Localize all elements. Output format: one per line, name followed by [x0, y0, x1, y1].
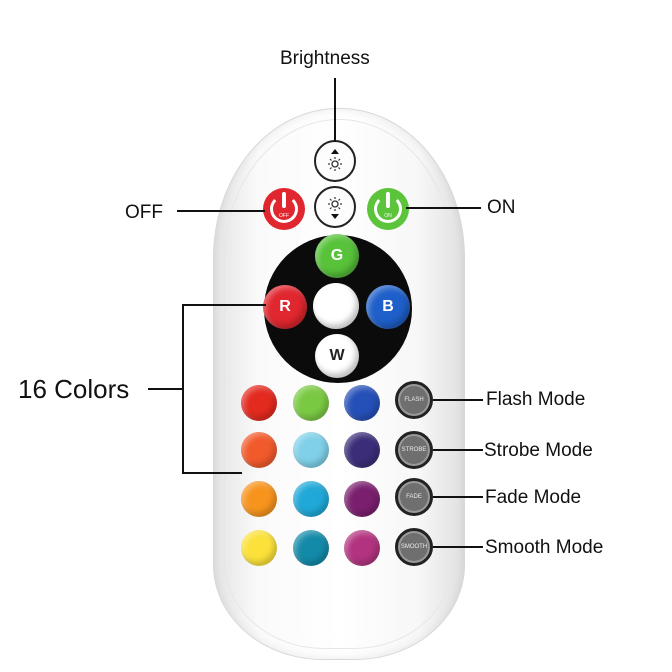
- strobe-mode-label: Strobe Mode: [484, 440, 593, 461]
- blue-button-label: B: [382, 298, 394, 315]
- flash-callout-line: [433, 399, 483, 401]
- white-button[interactable]: W: [315, 334, 359, 378]
- center-white-button[interactable]: [313, 283, 359, 329]
- color-button[interactable]: [241, 385, 277, 421]
- color-button[interactable]: [344, 530, 380, 566]
- brightness-callout-line: [334, 78, 336, 142]
- flash-mode-button[interactable]: FLASH: [395, 381, 433, 419]
- colors-callout-bottom: [182, 472, 242, 474]
- color-button[interactable]: [241, 432, 277, 468]
- brightness-up-button[interactable]: [314, 140, 356, 182]
- green-button-label: G: [330, 247, 344, 264]
- colors-callout-stub: [148, 388, 182, 390]
- color-button[interactable]: [293, 432, 329, 468]
- sun-up-icon: [328, 149, 342, 171]
- power-on-icon: [374, 195, 402, 223]
- on-label: ON: [487, 197, 516, 218]
- color-button[interactable]: [344, 481, 380, 517]
- colors-callout-top: [182, 304, 266, 306]
- strobe-button-label: STROBE: [401, 447, 427, 453]
- red-button-label: R: [279, 298, 291, 315]
- color-button[interactable]: [344, 432, 380, 468]
- fade-mode-button[interactable]: FADE: [395, 478, 433, 516]
- power-off-button[interactable]: OFF: [263, 188, 305, 230]
- fade-mode-label: Fade Mode: [485, 487, 582, 508]
- power-off-label: OFF: [279, 213, 289, 219]
- color-button[interactable]: [344, 385, 380, 421]
- on-callout-line: [406, 207, 481, 209]
- brightness-down-button[interactable]: [314, 186, 356, 228]
- power-on-label: ON: [384, 213, 392, 219]
- color-button[interactable]: [293, 481, 329, 517]
- fade-button-label: FADE: [406, 494, 422, 500]
- strobe-callout-line: [433, 449, 483, 451]
- power-off-icon: [270, 195, 298, 223]
- colors-callout-bracket: [182, 304, 184, 474]
- fade-callout-line: [433, 496, 483, 498]
- color-button[interactable]: [241, 481, 277, 517]
- off-callout-line: [177, 210, 265, 212]
- off-label: OFF: [125, 202, 163, 223]
- color-button[interactable]: [241, 530, 277, 566]
- power-on-button[interactable]: ON: [367, 188, 409, 230]
- color-button[interactable]: [293, 530, 329, 566]
- blue-button[interactable]: B: [366, 285, 410, 329]
- smooth-button-label: SMOOTH: [400, 544, 428, 550]
- brightness-label: Brightness: [280, 48, 370, 69]
- sun-down-icon: [328, 197, 342, 219]
- flash-button-label: FLASH: [404, 397, 424, 403]
- flash-mode-label: Flash Mode: [486, 389, 586, 410]
- smooth-mode-label: Smooth Mode: [485, 537, 604, 558]
- strobe-mode-button[interactable]: STROBE: [395, 431, 433, 469]
- color-button[interactable]: [293, 385, 329, 421]
- red-button[interactable]: R: [263, 285, 307, 329]
- green-button[interactable]: G: [315, 234, 359, 278]
- smooth-mode-button[interactable]: SMOOTH: [395, 528, 433, 566]
- smooth-callout-line: [433, 546, 483, 548]
- colors-label: 16 Colors: [18, 374, 130, 404]
- white-button-label: W: [329, 347, 345, 364]
